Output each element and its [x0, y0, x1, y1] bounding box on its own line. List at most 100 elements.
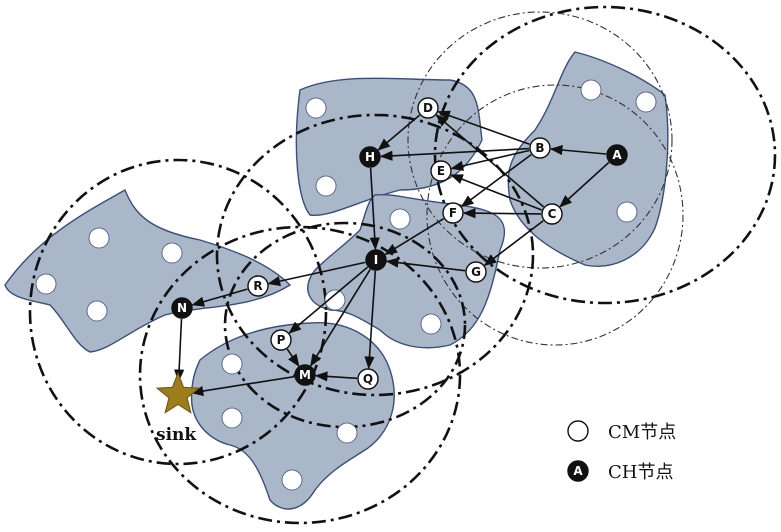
cm-node-circle — [430, 160, 452, 182]
node-f: F — [442, 202, 464, 224]
ch-node-circle — [365, 249, 387, 271]
member-node — [221, 353, 243, 375]
node-h: H — [359, 146, 381, 168]
edge-d-to-h — [377, 114, 421, 151]
member-node — [420, 313, 442, 335]
edge-a-to-b — [549, 144, 607, 156]
member-node — [88, 227, 110, 249]
ch-node-circle — [294, 364, 316, 386]
member-node — [389, 208, 411, 230]
member-node — [315, 175, 337, 197]
node-label: M — [299, 368, 311, 382]
edge-c-to-g — [483, 220, 544, 267]
node-label: D — [423, 101, 433, 115]
node-label: P — [277, 333, 286, 347]
range-circle-B — [407, 11, 673, 269]
sink-node: sink — [155, 371, 201, 445]
edge-c-to-e — [450, 174, 542, 211]
legend-ch-symbol-letter: A — [573, 464, 583, 478]
sink-star-icon — [155, 371, 201, 414]
edge-r-to-n — [191, 288, 248, 307]
cm-node-circle — [357, 368, 379, 390]
node-a: A — [606, 144, 628, 166]
edge-c-to-f — [462, 208, 542, 219]
node-label: F — [449, 206, 457, 220]
cm-node-circle — [541, 203, 563, 225]
node-e: E — [430, 160, 452, 182]
communication-ranges — [28, 5, 777, 525]
ch-node-circle — [171, 297, 193, 319]
legend-cm-label: CM节点 — [608, 422, 676, 443]
member-node — [35, 273, 57, 295]
edge-b-to-e — [450, 149, 530, 171]
node-label: R — [253, 279, 262, 293]
edge-i-to-q — [364, 270, 377, 370]
member-node — [635, 91, 657, 113]
edge-h-to-i — [369, 167, 380, 251]
cm-node-circle — [247, 275, 269, 297]
cluster-member-nodes — [35, 79, 657, 491]
cluster-middle — [307, 193, 506, 349]
range-circle-N — [28, 158, 328, 466]
ch-node-circle — [359, 146, 381, 168]
member-node — [221, 407, 243, 429]
range-circle-M — [138, 225, 462, 525]
node-label: I — [374, 253, 378, 267]
cluster-left — [4, 188, 292, 353]
ch-node-circle — [606, 144, 628, 166]
edge-p-to-m — [286, 348, 300, 367]
legend-ch-label: CH节点 — [608, 462, 673, 483]
edge-a-to-c — [559, 161, 610, 208]
cm-node-circle — [442, 202, 464, 224]
edge-i-to-p — [288, 266, 369, 334]
edge-m-to-sink — [190, 375, 295, 397]
cm-node-circle — [529, 137, 551, 159]
edge-f-to-i — [384, 218, 445, 255]
node-n: N — [171, 297, 193, 319]
node-label: H — [365, 150, 375, 164]
node-label: C — [548, 207, 557, 221]
edge-n-to-sink — [174, 318, 185, 383]
member-node — [281, 469, 303, 491]
member-node — [616, 201, 638, 223]
routing-edges — [174, 110, 610, 397]
legend-cm-symbol — [567, 420, 589, 442]
member-node — [86, 300, 108, 322]
range-circle-C — [426, 84, 684, 346]
edge-g-to-i — [385, 257, 466, 272]
node-g: G — [465, 261, 487, 283]
edge-q-to-m — [314, 371, 358, 382]
node-b: B — [529, 137, 551, 159]
edge-b-to-h — [379, 147, 530, 161]
node-label: A — [612, 148, 622, 162]
cm-node-circle — [417, 97, 439, 119]
node-d: D — [417, 97, 439, 119]
node-q: Q — [357, 368, 379, 390]
node-label: B — [535, 141, 544, 155]
edge-b-to-d — [437, 110, 530, 146]
labeled-nodes: A B C D E F G H I N R P M Q — [171, 97, 628, 390]
member-node — [580, 79, 602, 101]
edge-i-to-r — [267, 261, 366, 287]
node-p: P — [270, 329, 292, 351]
node-r: R — [247, 275, 269, 297]
node-label: N — [177, 301, 187, 315]
member-node — [336, 422, 358, 444]
range-circle-H — [215, 113, 535, 397]
sink-label: sink — [156, 425, 197, 445]
node-c: C — [541, 203, 563, 225]
node-label: E — [437, 164, 445, 178]
cluster-regions — [4, 51, 669, 510]
member-node — [324, 289, 346, 311]
legend-ch-symbol — [567, 460, 589, 482]
member-node — [305, 97, 327, 119]
legend: CM节点 A CH节点 — [567, 420, 676, 483]
cm-node-circle — [270, 329, 292, 351]
node-m: M — [294, 364, 316, 386]
node-label: G — [471, 265, 481, 279]
node-label: Q — [363, 372, 373, 386]
range-circle-A — [433, 5, 777, 305]
edge-c-to-d — [435, 114, 545, 208]
edge-b-to-f — [460, 153, 532, 208]
